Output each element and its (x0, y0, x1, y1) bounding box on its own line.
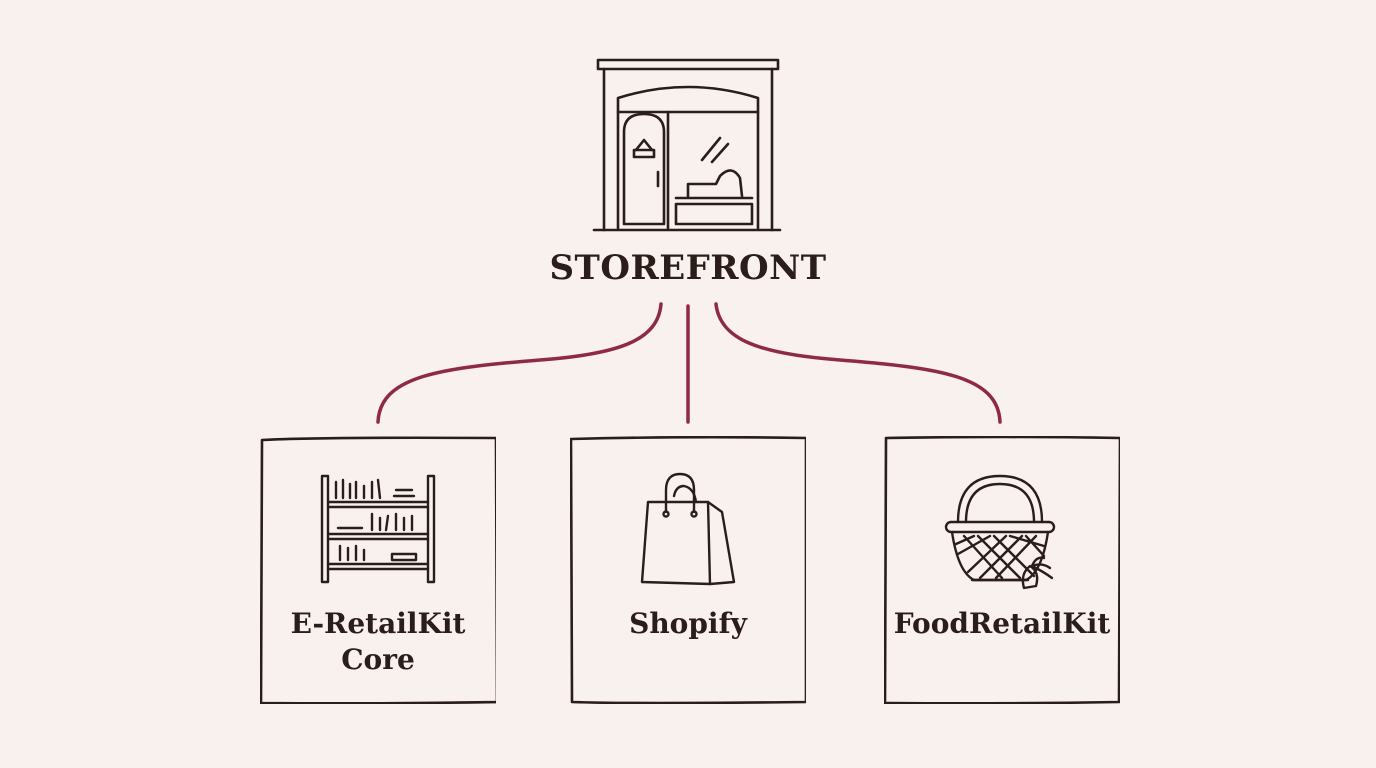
connector-left (376, 302, 663, 424)
basket-icon (944, 474, 1056, 590)
bookshelf-icon (320, 474, 436, 584)
card-label: FoodRetailKit (893, 607, 1111, 640)
diagram-root-title: STOREFRONT (549, 248, 827, 288)
shopping-bag-icon (640, 472, 736, 586)
card-border (570, 436, 806, 704)
card-e-retailkit-core: E-RetailKit Core (260, 436, 496, 704)
card-border (260, 436, 496, 704)
connector-right (714, 302, 1002, 424)
card-label: Shopify (629, 607, 747, 640)
card-label: E-RetailKit Core (290, 607, 466, 676)
card-border (884, 436, 1120, 704)
card-foodretailkit: FoodRetailKit (884, 436, 1120, 704)
card-shopify: Shopify (570, 436, 806, 704)
